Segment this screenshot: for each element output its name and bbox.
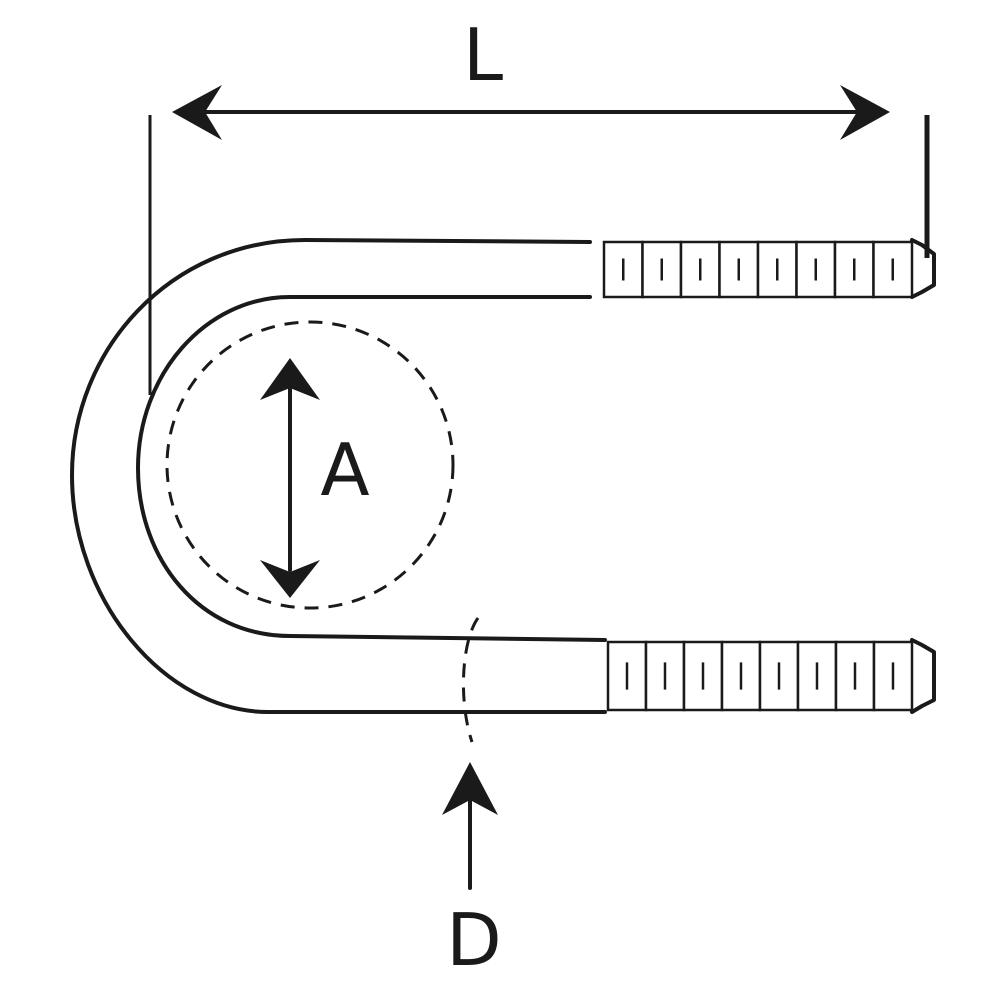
arrow-head-up [260, 358, 320, 400]
bottom-thread-segment [872, 640, 914, 712]
top-thread-segment [756, 240, 798, 299]
arrow-head-right [840, 85, 890, 140]
rod-diameter-label: D [446, 898, 501, 982]
top-thread-end [910, 238, 936, 299]
inner-diameter-label: A [320, 428, 369, 512]
length-dimension-arrow [172, 85, 890, 140]
length-label: L [463, 13, 503, 97]
inner-diameter-circle [165, 320, 455, 610]
u-bolt-body [70, 238, 607, 714]
arrow-head-pointer [442, 762, 498, 815]
top-thread [602, 240, 914, 299]
bottom-thread-end [910, 638, 936, 714]
arrow-head-left [172, 85, 222, 140]
arrow-head-down [260, 560, 320, 598]
rod-section-mark [461, 617, 480, 743]
bottom-thread [606, 640, 914, 712]
inner-diameter-arrow [260, 358, 320, 598]
rod-diameter-arrow [442, 762, 498, 890]
